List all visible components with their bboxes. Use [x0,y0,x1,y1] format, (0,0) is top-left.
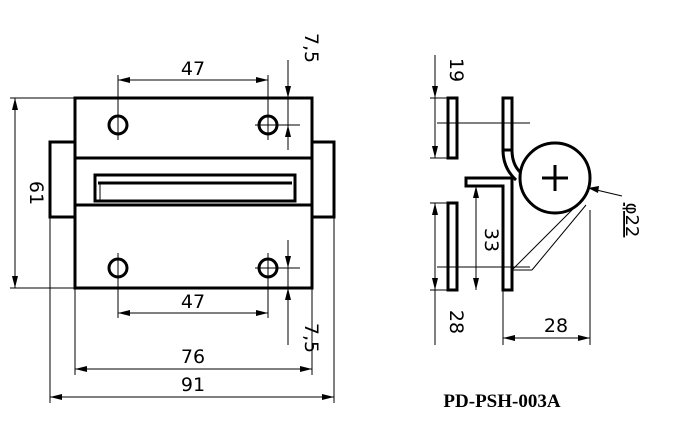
dim-line-47-top [118,77,268,83]
dim-text-7-5-top: 7,5 [300,33,322,63]
dim-text-47-bottom: 47 [181,291,205,313]
dim-text-19: 19 [445,58,467,82]
dim-text-91: 91 [181,374,205,396]
dim-text-76: 76 [181,346,205,368]
dim-line-19 [430,55,448,159]
dim-line-7-5-bottom [285,256,291,300]
dim-line-76 [74,288,313,375]
dim-leader-diameter [587,186,623,197]
dim-text-28-horizontal: 28 [544,315,568,337]
left-tab [48,140,77,219]
side-centerlines [437,122,530,268]
dim-line-7-5-top [285,86,291,137]
dim-line-61 [10,97,75,289]
dim-text-47-top: 47 [181,58,205,80]
slot-outer [93,173,297,203]
bracket-upper [501,96,514,152]
right-tab [310,140,336,219]
side-view: 19 28 33 28 φ22 [430,55,642,345]
dim-line-28-vertical [430,202,448,345]
strut-connector [531,204,587,271]
strut-line [511,199,583,271]
side-top-leaf [446,96,459,160]
dim-text-7-5-bottom: 7,5 [300,323,322,353]
part-number: PD-PSH-003A [443,391,560,412]
front-view: 47 47 7,5 7,5 61 [10,33,336,403]
dim-line-33 [473,186,479,290]
dim-line-28-horizontal [502,210,591,345]
side-bottom-leaf [446,201,459,292]
dim-line-47-bottom [118,310,268,316]
dim-text-33: 33 [480,228,502,252]
dim-text-diameter: φ22 [621,203,642,238]
bracket-bend [501,149,522,182]
dim-text-28-vertical: 28 [445,310,467,334]
dim-text-61: 61 [25,181,47,205]
dim-line-91 [49,217,335,403]
